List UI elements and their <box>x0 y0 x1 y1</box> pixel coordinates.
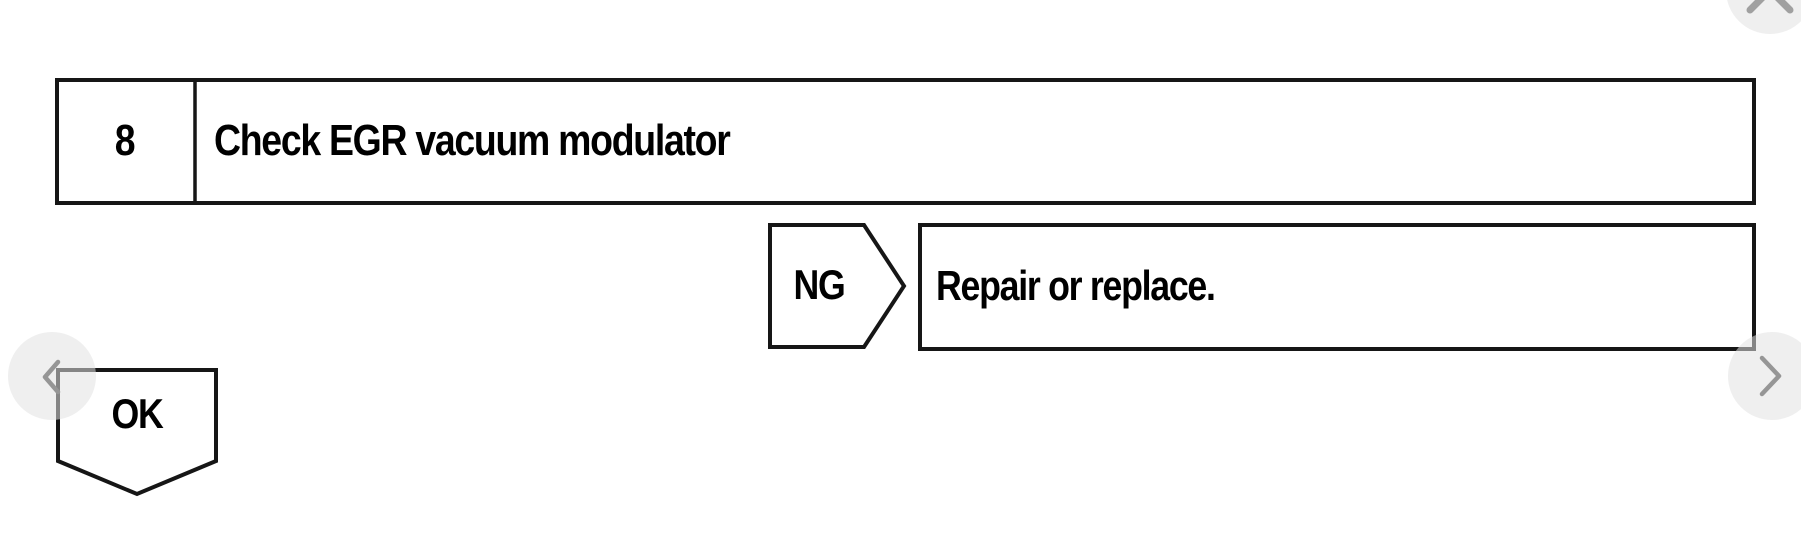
ok-pentagon <box>56 368 218 497</box>
step-number: 8 <box>114 116 136 165</box>
next-button[interactable] <box>1728 332 1801 420</box>
chevron-left-icon <box>42 359 61 395</box>
ng-pentagon <box>768 223 907 349</box>
ng-action-box <box>918 223 1756 351</box>
close-button[interactable] <box>1726 0 1801 34</box>
step-title: Check EGR vacuum modulator <box>214 116 731 165</box>
ng-branch-label: NG <box>793 261 846 308</box>
prev-button[interactable] <box>8 332 96 420</box>
chevron-right-icon <box>1759 355 1782 397</box>
close-icon <box>1746 0 1794 14</box>
ng-action-text: Repair or replace. <box>936 262 1216 309</box>
ok-branch-label: OK <box>111 390 164 437</box>
step-box <box>55 78 1756 205</box>
